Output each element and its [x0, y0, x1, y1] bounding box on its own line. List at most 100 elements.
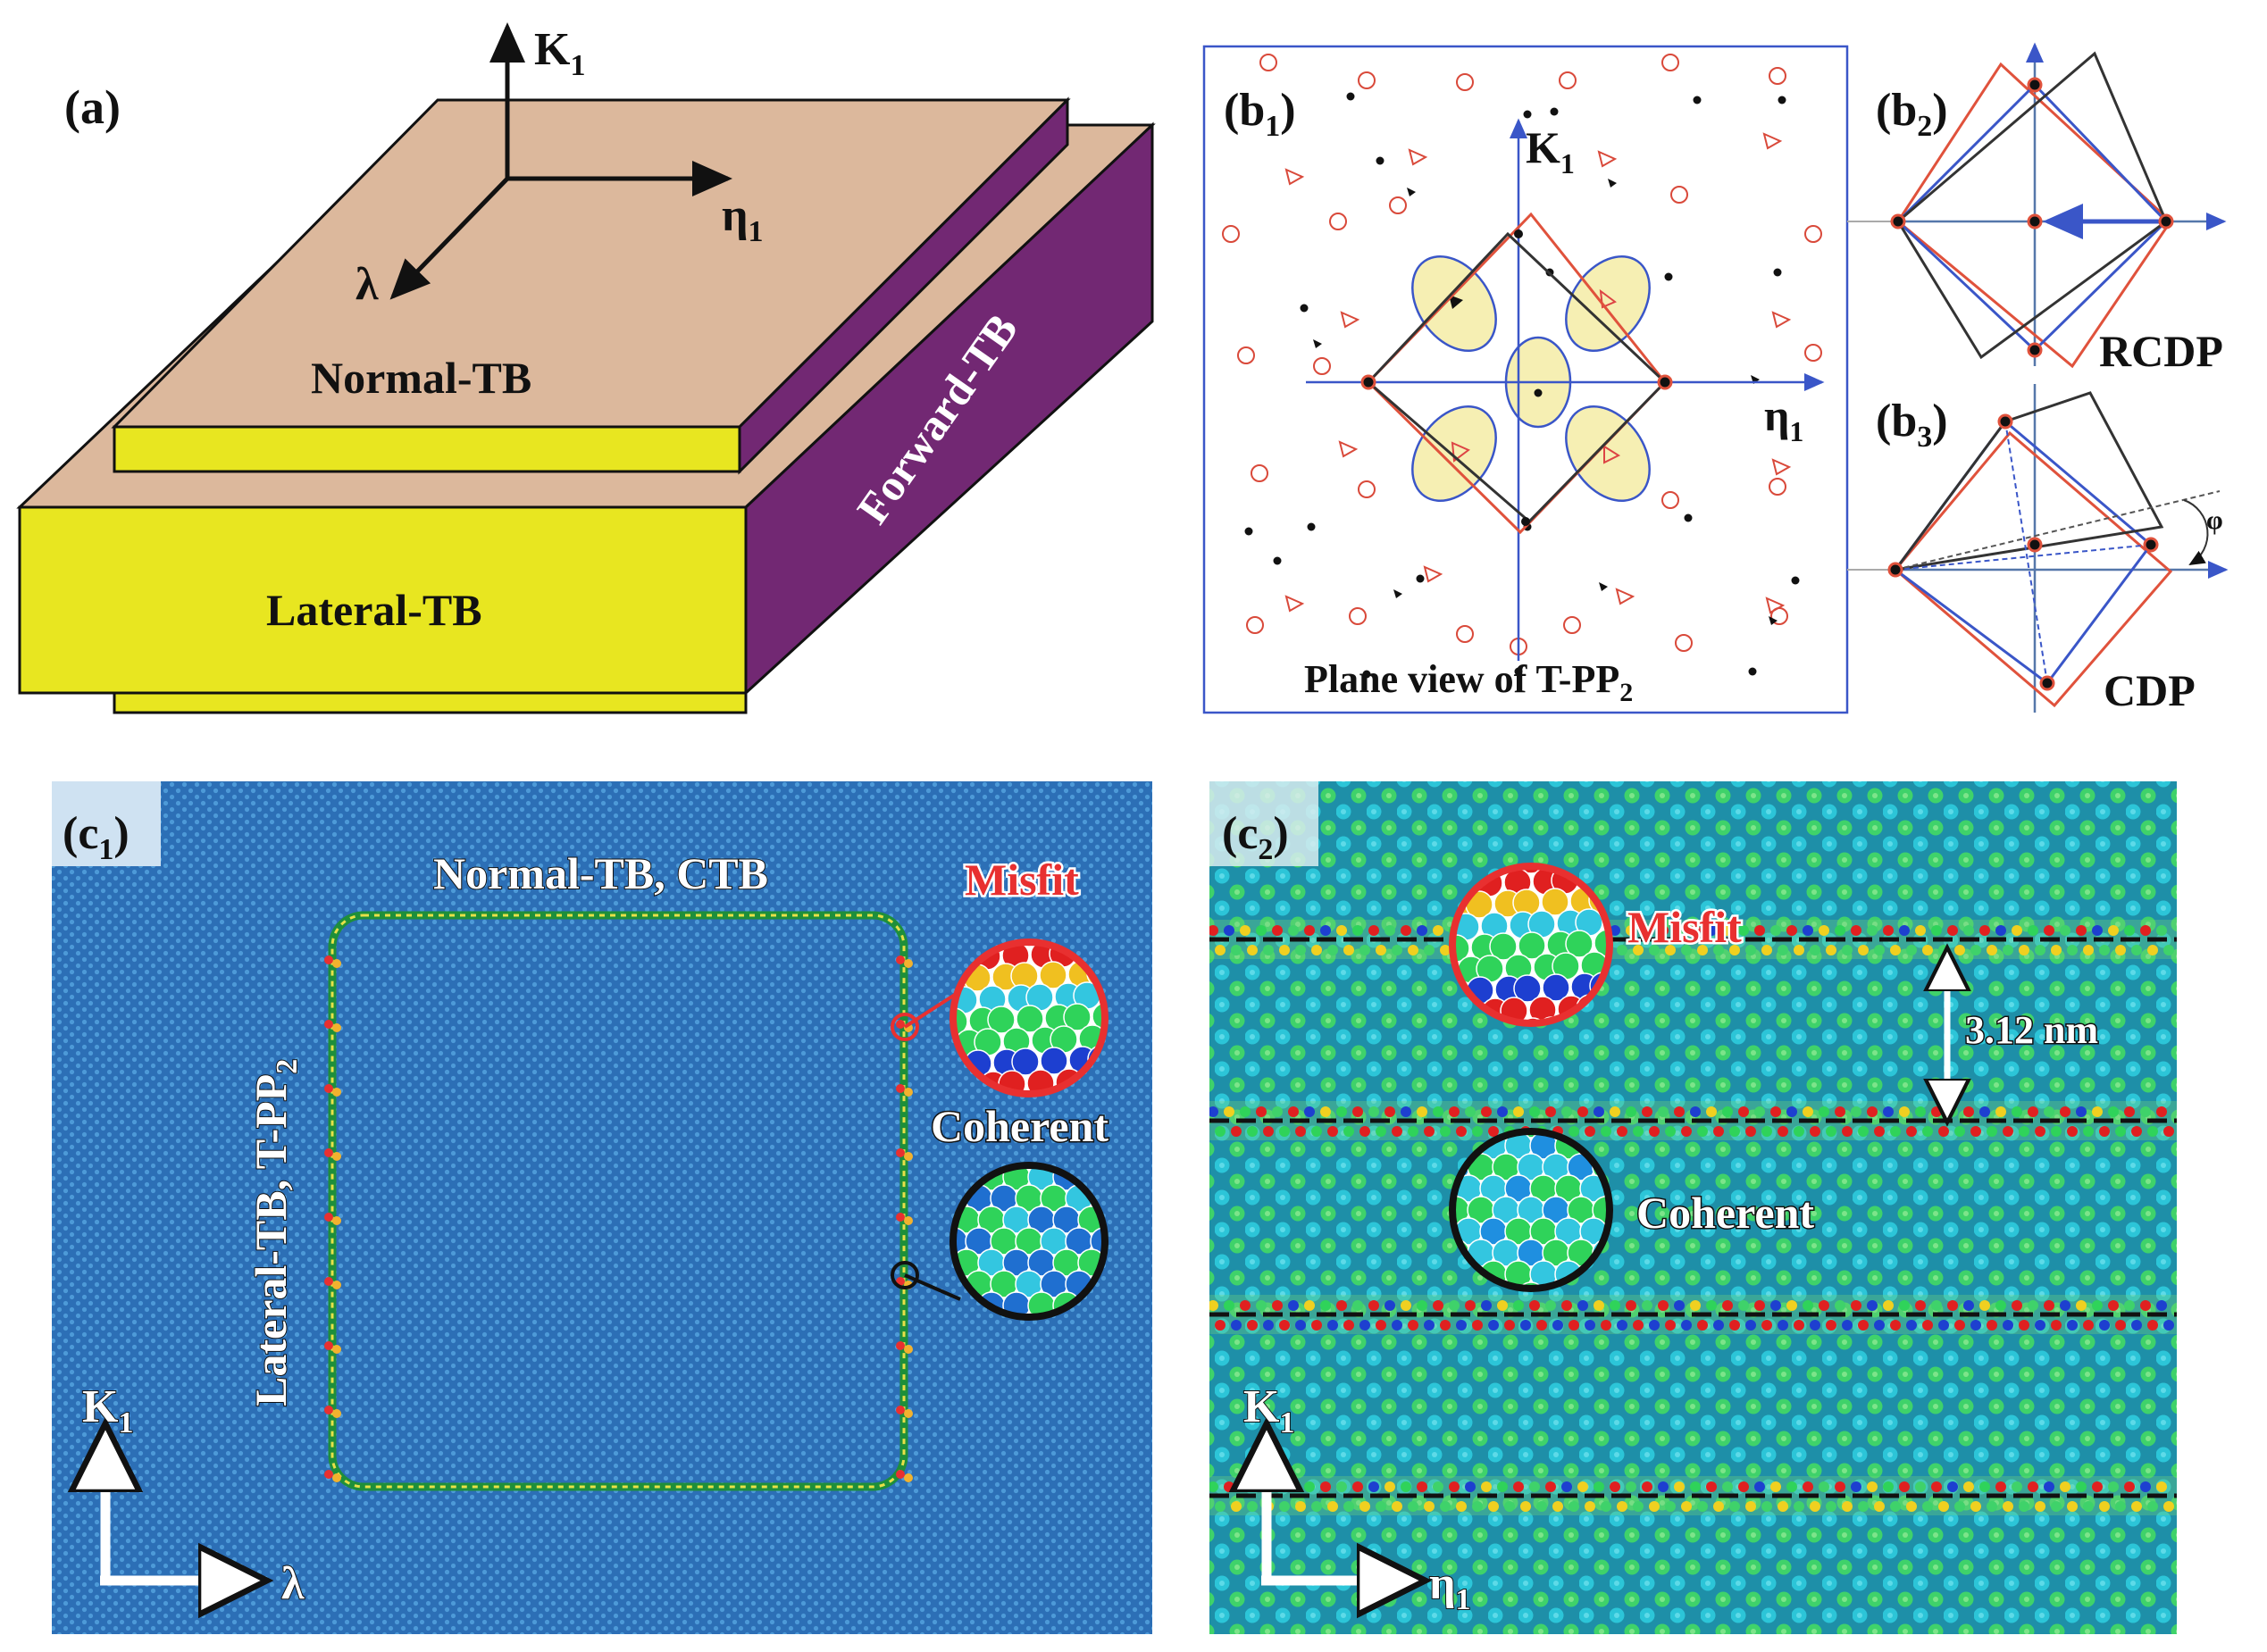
boundary-atom	[1384, 1481, 1395, 1492]
boundary-atom	[2147, 1320, 2158, 1331]
boundary-atom	[1690, 1481, 1701, 1492]
boundary-atom	[1642, 1106, 1652, 1117]
boundary-atom	[2156, 925, 2167, 936]
boundary-atom	[1690, 925, 1701, 936]
lattice-triangle	[1762, 132, 1783, 150]
boundary-atom	[1858, 1320, 1869, 1331]
lattice-circle	[1222, 225, 1240, 243]
boundary-atom	[1729, 1320, 1740, 1331]
lattice-circle	[1804, 344, 1822, 362]
misfit-defect	[332, 959, 341, 968]
boundary-atom	[2099, 945, 2110, 955]
boundary-atom	[1761, 1126, 1772, 1137]
boundary-atom	[1738, 1300, 1749, 1311]
boundary-atom	[1497, 1481, 1508, 1492]
boundary-atom	[1368, 1300, 1379, 1311]
misfit-defect	[896, 1341, 905, 1350]
boundary-atom	[2028, 925, 2038, 936]
boundary-atom	[2115, 1126, 2126, 1137]
lattice-circle	[1769, 478, 1786, 496]
boundary-atom	[1311, 945, 1322, 955]
boundary-atom	[1786, 1300, 1797, 1311]
boundary-atom	[1819, 925, 1829, 936]
boundary-atom	[1617, 945, 1627, 955]
boundary-atom	[1938, 1320, 1949, 1331]
boundary-atom	[1231, 1126, 1242, 1137]
axis-lambda-arrow	[389, 177, 509, 300]
magnifier-atom	[1016, 1005, 1044, 1033]
boundary-atom	[1890, 1126, 1901, 1137]
boundary-atom	[2028, 1300, 2038, 1311]
boundary-atom	[1497, 1300, 1508, 1311]
lattice-dot	[1523, 110, 1532, 119]
boundary-atom	[1256, 1106, 1267, 1117]
lattice-circle	[1804, 225, 1822, 243]
boundary-atom	[2003, 1501, 2013, 1512]
boundary-atom	[1674, 1300, 1685, 1311]
boundary-atom	[1713, 945, 1724, 955]
boundary-atom	[1922, 1126, 1933, 1137]
lattice-circle	[1237, 346, 1255, 364]
lattice-circle	[1389, 196, 1407, 214]
boundary-atom	[2067, 1501, 2078, 1512]
boundary-atom	[1601, 1126, 1611, 1137]
boundary-atom	[2028, 1481, 2038, 1492]
misfit-defect	[332, 1345, 341, 1354]
boundary-atom	[1456, 1126, 1467, 1137]
boundary-atom	[2003, 1126, 2013, 1137]
boundary-atom	[1352, 1106, 1363, 1117]
boundary-atom	[1979, 1300, 1990, 1311]
boundary-atom	[1440, 1126, 1451, 1137]
panel-c2: (c2) Misfit Coherent 3.12 nm K1 η1	[1209, 781, 2177, 1634]
c1-coherent-label: Coherent	[931, 1101, 1108, 1151]
lattice-small-triangle	[1769, 616, 1778, 625]
boundary-atom	[1465, 1106, 1476, 1117]
misfit-defect	[332, 1088, 341, 1097]
boundary-atom	[1279, 945, 1290, 955]
boundary-atom	[2012, 1300, 2022, 1311]
boundary-atom	[1874, 1126, 1885, 1137]
boundary-atom	[1681, 1501, 1692, 1512]
lattice-dot	[1300, 304, 1309, 313]
boundary-atom	[1359, 1320, 1370, 1331]
boundary-atom	[1947, 1481, 1958, 1492]
boundary-atom	[1931, 1106, 1942, 1117]
misfit-defect	[896, 1470, 905, 1479]
boundary-atom	[1729, 1126, 1740, 1137]
boundary-atom	[1899, 1300, 1910, 1311]
boundary-atom	[1979, 925, 1990, 936]
boundary-atom	[1617, 1126, 1627, 1137]
magnifier-atom	[1011, 1047, 1040, 1076]
boundary-atom	[1761, 1320, 1772, 1331]
boundary-atom	[1658, 1106, 1669, 1117]
boundary-atom	[1376, 945, 1386, 955]
boundary-atom	[1722, 1106, 1733, 1117]
boundary-atom	[1874, 1501, 1885, 1512]
boundary-atom	[1738, 925, 1749, 936]
c2-coherent-label: Coherent	[1636, 1188, 1814, 1238]
boundary-atom	[1288, 925, 1299, 936]
boundary-atom	[1810, 1126, 1820, 1137]
misfit-defect	[332, 1152, 341, 1161]
boundary-atom	[1987, 1126, 1997, 1137]
boundary-atom	[1867, 925, 1878, 936]
boundary-atom	[1279, 1126, 1290, 1137]
lattice-circle	[1769, 67, 1786, 85]
misfit-defect	[904, 1345, 913, 1354]
misfit-defect	[904, 1409, 913, 1418]
boundary-atom	[1601, 1501, 1611, 1512]
misfit-defect	[324, 955, 333, 964]
boundary-atom	[1995, 1481, 2006, 1492]
normal-tb-label: Normal-TB	[311, 353, 531, 403]
c2-axis-k1-label: K1	[1243, 1381, 1294, 1439]
boundary-atom	[1433, 925, 1443, 936]
c1-misfit-label: Misfit	[965, 855, 1079, 905]
boundary-atom	[1481, 1481, 1492, 1492]
boundary-atom	[1279, 1320, 1290, 1331]
boundary-atom	[1384, 925, 1395, 936]
boundary-atom	[1601, 1320, 1611, 1331]
boundary-atom	[1327, 945, 1338, 955]
boundary-atom	[2115, 945, 2126, 955]
boundary-atom	[1810, 945, 1820, 955]
boundary-atom	[1649, 1126, 1660, 1137]
